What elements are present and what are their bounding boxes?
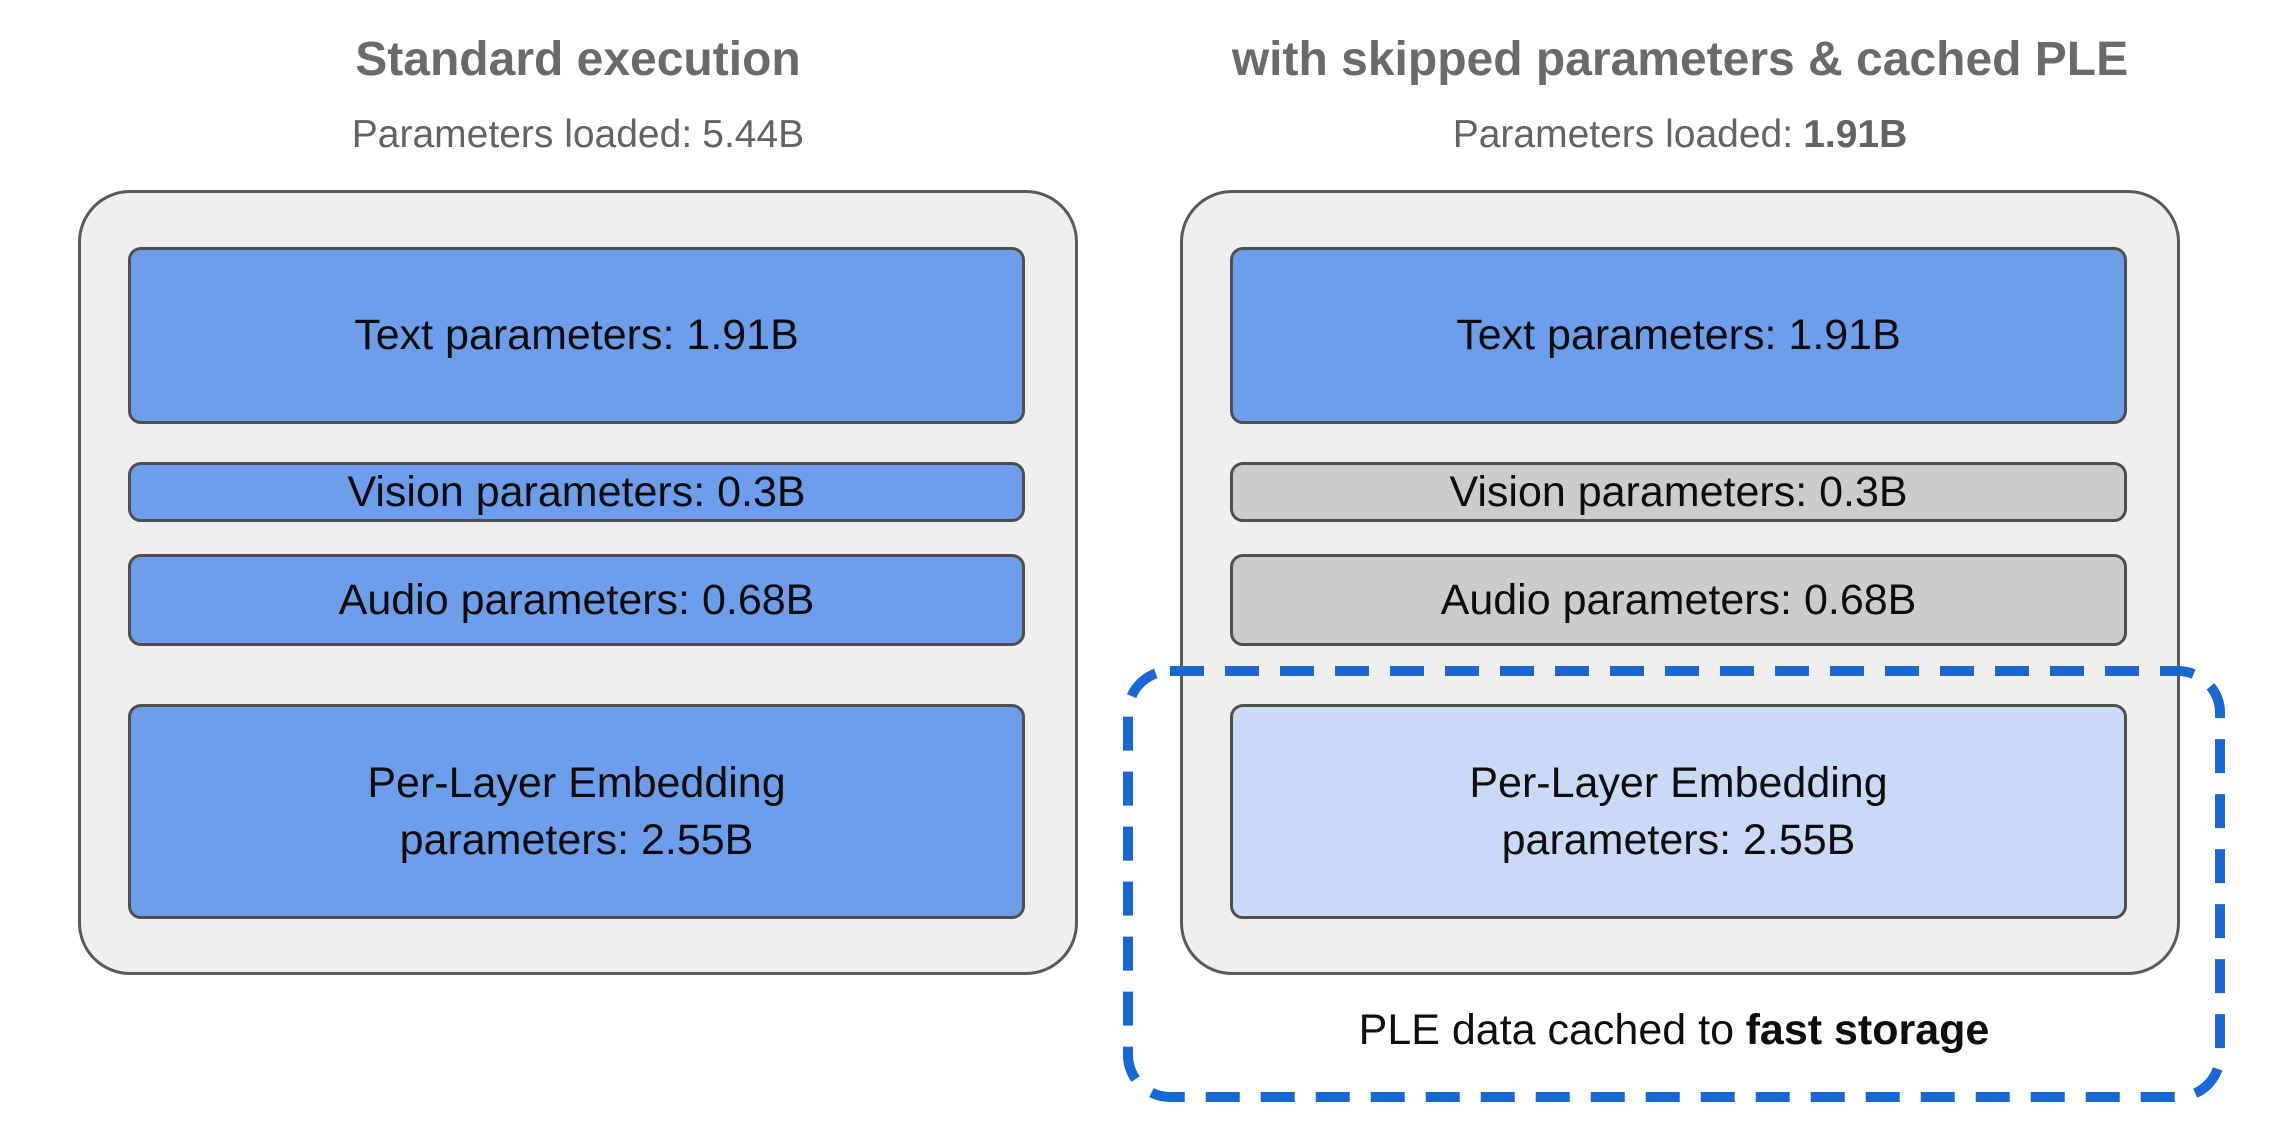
ple-parameters-label: Per-Layer Embedding parameters: 2.55B — [367, 755, 785, 869]
audio-parameters-box-skipped: Audio parameters: 0.68B — [1230, 554, 2127, 646]
text-parameters-box: Text parameters: 1.91B — [128, 247, 1025, 424]
parameters-loaded-label: Parameters loaded: — [351, 113, 693, 156]
audio-parameters-label: Audio parameters: 0.68B — [1440, 575, 1917, 624]
vision-parameters-label: Vision parameters: 0.3B — [347, 467, 806, 516]
ple-parameters-label: Per-Layer Embedding parameters: 2.55B — [1469, 755, 1887, 869]
cached-parameters-loaded: Parameters loaded:1.91B — [1180, 110, 2180, 160]
vision-parameters-label: Vision parameters: 0.3B — [1449, 467, 1908, 516]
ple-caption-text: PLE data cached to — [1358, 1006, 1734, 1054]
vision-parameters-box-skipped: Vision parameters: 0.3B — [1230, 462, 2127, 522]
standard-execution-title: Standard execution — [355, 33, 801, 86]
standard-parameters-loaded: Parameters loaded:5.44B — [78, 110, 1078, 160]
audio-parameters-label: Audio parameters: 0.68B — [338, 575, 815, 624]
ple-label-line1: Per-Layer Embedding — [367, 758, 786, 807]
parameters-loaded-label: Parameters loaded: — [1452, 113, 1794, 156]
audio-parameters-box: Audio parameters: 0.68B — [128, 554, 1025, 646]
text-parameters-box: Text parameters: 1.91B — [1230, 247, 2127, 424]
ple-label-line1: Per-Layer Embedding — [1469, 758, 1888, 807]
ple-label-line2: parameters: 2.55B — [399, 815, 754, 864]
ple-caption-fast-storage: fast storage — [1745, 1006, 1990, 1054]
vision-parameters-box: Vision parameters: 0.3B — [128, 462, 1025, 522]
parameters-loaded-value: 5.44B — [702, 113, 805, 156]
cached-ple-title: with skipped parameters & cached PLE — [1231, 33, 2129, 86]
ple-parameters-box-cached: Per-Layer Embedding parameters: 2.55B — [1230, 704, 2127, 919]
parameters-loaded-value: 1.91B — [1803, 113, 1908, 156]
text-parameters-label: Text parameters: 1.91B — [1456, 311, 1901, 360]
ple-parameters-box: Per-Layer Embedding parameters: 2.55B — [128, 704, 1025, 919]
text-parameters-label: Text parameters: 1.91B — [354, 311, 799, 360]
ple-label-line2: parameters: 2.55B — [1501, 815, 1856, 864]
